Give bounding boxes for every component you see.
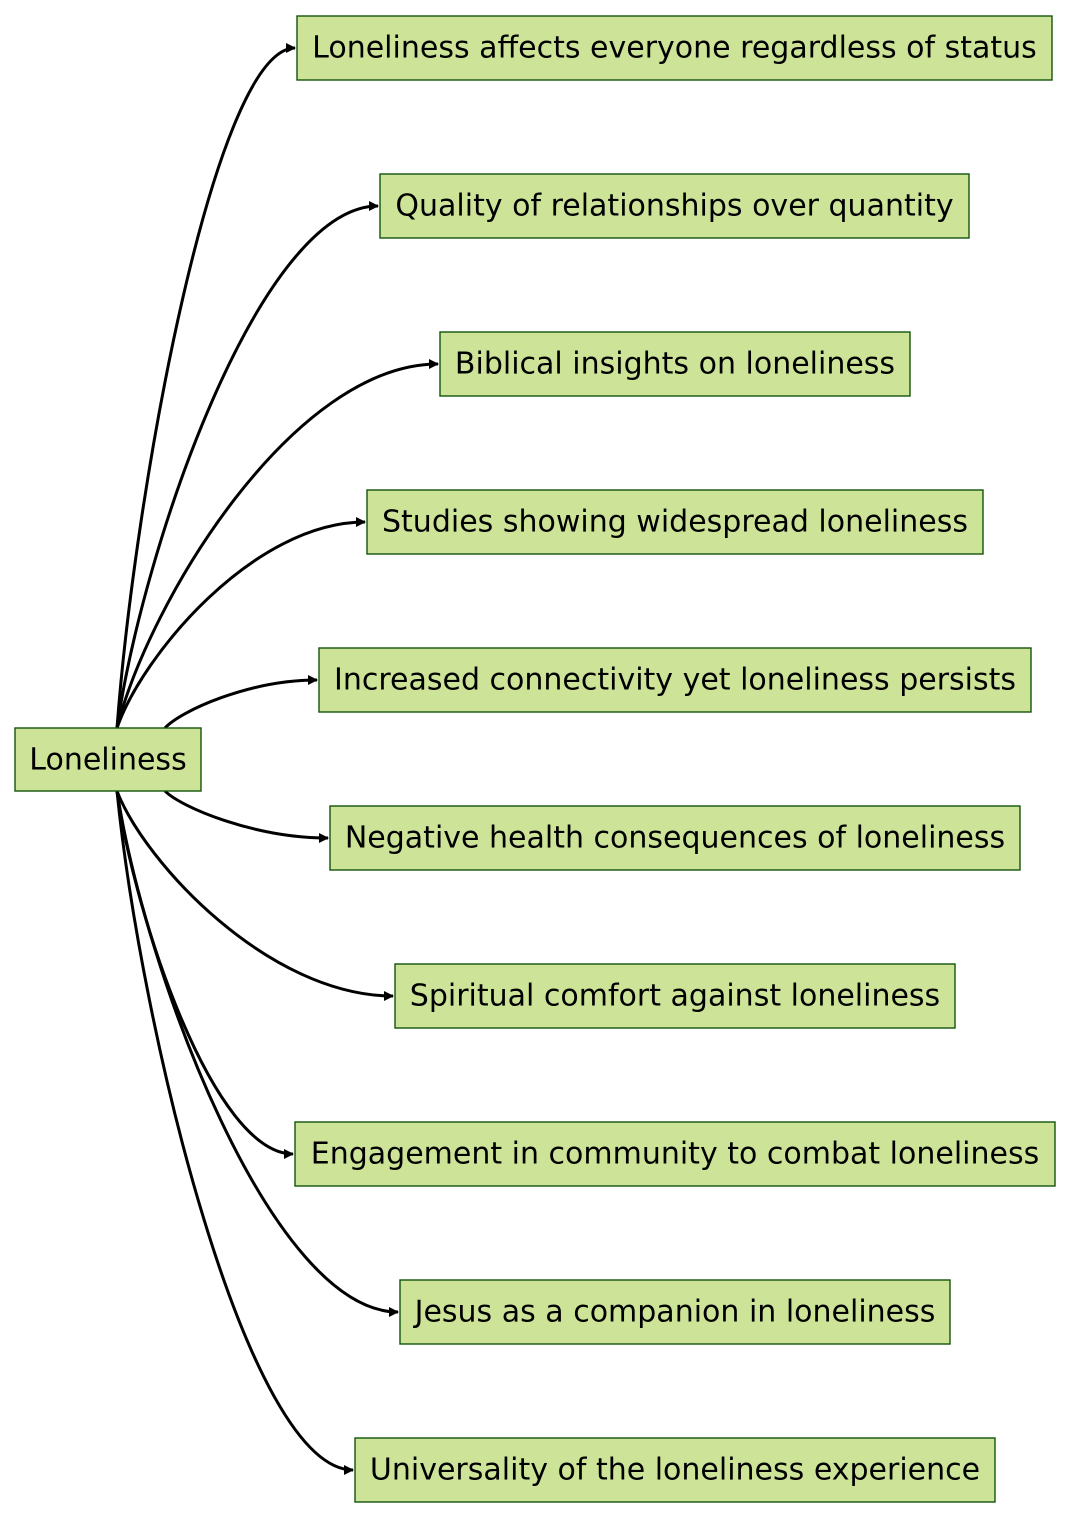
child-node-box [394,963,956,1029]
child-node-9[interactable]: Jesus as a companion in loneliness [399,1279,951,1345]
child-node-label: Quality of relationships over quantity [395,189,953,224]
edge-1 [115,43,296,729]
edge-7 [115,790,394,1001]
child-node-label: Loneliness affects everyone regardless o… [312,31,1037,66]
child-node-10[interactable]: Universality of the loneliness experienc… [354,1437,996,1503]
child-node-4[interactable]: Studies showing widespread loneliness [366,489,984,555]
edge-4 [115,517,366,729]
child-node-label: Negative health consequences of loneline… [345,821,1005,856]
edge-5 [163,675,318,730]
child-node-box [366,489,984,555]
child-node-box [379,173,970,239]
edge-10 [115,790,354,1475]
child-node-label: Jesus as a companion in loneliness [413,1295,936,1330]
child-node-label: Engagement in community to combat loneli… [311,1137,1040,1172]
child-node-box [296,15,1053,81]
child-node-label: Biblical insights on loneliness [455,347,895,382]
child-node-box [439,331,911,397]
edges-layer [115,43,439,1475]
child-node-1[interactable]: Loneliness affects everyone regardless o… [296,15,1053,81]
child-node-label: Universality of the loneliness experienc… [370,1453,980,1488]
child-node-3[interactable]: Biblical insights on loneliness [439,331,911,397]
child-node-box [399,1279,951,1345]
root-node[interactable]: Loneliness [14,727,202,792]
child-node-label: Studies showing widespread loneliness [382,505,968,540]
child-node-6[interactable]: Negative health consequences of loneline… [329,805,1021,871]
child-node-box [354,1437,996,1503]
child-node-2[interactable]: Quality of relationships over quantity [379,173,970,239]
edge-9 [115,790,399,1317]
child-node-box [329,805,1021,871]
nodes-layer: Loneliness Loneliness affects everyone r… [14,15,1056,1503]
edge-3 [115,359,439,729]
root-node-label: Loneliness [29,743,186,778]
child-node-7[interactable]: Spiritual comfort against loneliness [394,963,956,1029]
child-node-label: Spiritual comfort against loneliness [410,979,940,1014]
root-node-box [14,727,202,792]
child-node-5[interactable]: Increased connectivity yet loneliness pe… [318,647,1032,713]
child-node-box [294,1121,1056,1187]
edge-2 [115,201,379,729]
child-node-box [318,647,1032,713]
child-node-label: Increased connectivity yet loneliness pe… [334,663,1016,698]
child-node-8[interactable]: Engagement in community to combat loneli… [294,1121,1056,1187]
edge-6 [163,789,329,843]
